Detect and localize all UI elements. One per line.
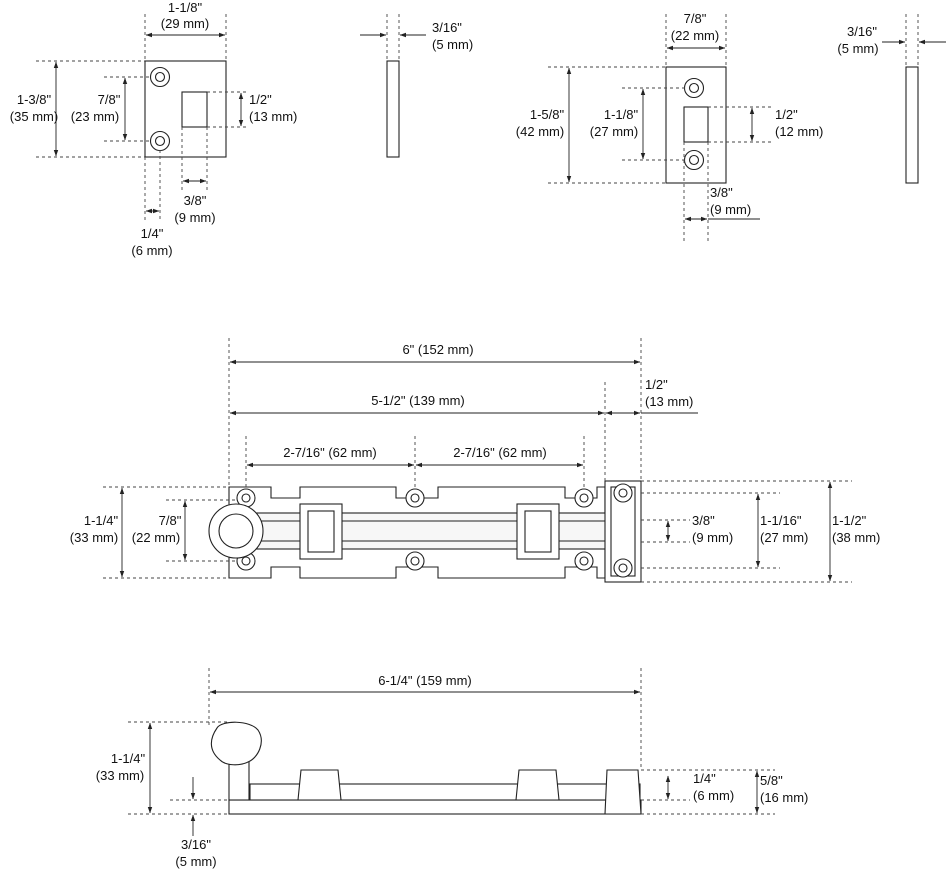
bolt-body-length-label: 5-1/2" (139 mm) [371, 393, 464, 408]
strike-plate-a: 1-1/8" (29 mm) 1-3/8" (35 mm) 7/8" (23 m… [10, 0, 298, 258]
bolt-top-view: 6" (152 mm) 5-1/2" (139 mm) 1/2" (13 mm)… [70, 338, 880, 583]
keeper-hole-spacing-label: 1-1/16" [760, 513, 802, 528]
keeper-height-label: 1-1/2" [832, 513, 867, 528]
bolt-diameter-label: 3/8" [692, 513, 715, 528]
keeper-hole-spacing-mm-label: (27 mm) [760, 530, 808, 545]
strike-b-hole-spacing-mm-label: (27 mm) [590, 124, 638, 139]
strike-b-height-label: 1-5/8" [530, 107, 565, 122]
bolt-spacing-left-label: 2-7/16" (62 mm) [283, 445, 376, 460]
strike-a-hole-offset-mm-label: (6 mm) [131, 243, 172, 258]
strike-a-slot-width-label: 3/8" [184, 193, 207, 208]
side-keeper-height-mm-label: (16 mm) [760, 790, 808, 805]
strike-a-hole-spacing-mm-label: (23 mm) [71, 109, 119, 124]
strike-a-slot-height-mm-label: (13 mm) [249, 109, 297, 124]
strike-a-width-label: 1-1/8" [168, 0, 203, 15]
bolt-body-height-mm-label: (33 mm) [70, 530, 118, 545]
bolt-overall-length-label: 6" (152 mm) [402, 342, 473, 357]
strike-b-slot-height-mm-label: (12 mm) [775, 124, 823, 139]
strike-b-height-mm-label: (42 mm) [516, 124, 564, 139]
strike-b-thickness-label: 3/16" [847, 24, 877, 39]
side-overall-length-label: 6-1/4" (159 mm) [378, 673, 471, 688]
strike-a-thickness-mm-label: (5 mm) [432, 37, 473, 52]
strike-plate-b-side: 3/16" (5 mm) [837, 14, 946, 184]
strike-plate-b-side-outline [905, 66, 919, 184]
bolt-screw-holes [236, 488, 594, 571]
side-height-label: 1-1/4" [111, 751, 146, 766]
strike-b-slot-height-label: 1/2" [775, 107, 798, 122]
strike-a-width-mm-label: (29 mm) [161, 16, 209, 31]
bolt-knob-diameter-mm-label: (22 mm) [132, 530, 180, 545]
bolt-side-view: 6-1/4" (159 mm) 1-1/4" (33 mm) 3/16" (5 … [96, 668, 808, 869]
side-keeper [604, 769, 642, 815]
bolt-diameter-mm-label: (9 mm) [692, 530, 733, 545]
strike-a-height-mm-label: (35 mm) [10, 109, 58, 124]
strike-b-width-label: 7/8" [684, 11, 707, 26]
strike-b-slot-width-label: 3/8" [710, 185, 733, 200]
strike-plate-b: 7/8" (22 mm) 1-5/8" (42 mm) 1-1/8" (27 m… [516, 11, 823, 242]
side-knob-stem [228, 759, 250, 801]
side-keeper-height-label: 5/8" [760, 773, 783, 788]
side-plate-thickness-mm-label: (5 mm) [175, 854, 216, 869]
strike-a-thickness-label: 3/16" [432, 20, 462, 35]
strike-plate-a-side-outline [386, 60, 400, 158]
strike-plate-a-slot [181, 91, 208, 128]
bolt-keeper-width-label: 1/2" [645, 377, 668, 392]
side-base-plate [228, 799, 642, 815]
bolt-spacing-right-label: 2-7/16" (62 mm) [453, 445, 546, 460]
strike-b-thickness-mm-label: (5 mm) [837, 41, 878, 56]
side-keeper-offset-mm-label: (6 mm) [693, 788, 734, 803]
strike-b-slot-width-mm-label: (9 mm) [710, 202, 751, 217]
side-keeper-offset-label: 1/4" [693, 771, 716, 786]
side-guide-left [297, 769, 342, 801]
strike-a-slot-height-label: 1/2" [249, 92, 272, 107]
side-plate-thickness-label: 3/16" [181, 837, 211, 852]
bolt-knob-diameter-label: 7/8" [159, 513, 182, 528]
strike-plate-b-slot [683, 106, 709, 143]
strike-plate-a-side: 3/16" (5 mm) [360, 14, 473, 158]
strike-a-height-label: 1-3/8" [17, 92, 52, 107]
bolt-keeper-width-mm-label: (13 mm) [645, 394, 693, 409]
side-knob [210, 721, 262, 766]
side-guide-right [515, 769, 560, 801]
strike-b-hole-spacing-label: 1-1/8" [604, 107, 639, 122]
bolt-body-height-label: 1-1/4" [84, 513, 119, 528]
side-height-mm-label: (33 mm) [96, 768, 144, 783]
strike-b-width-mm-label: (22 mm) [671, 28, 719, 43]
strike-a-hole-spacing-label: 7/8" [98, 92, 121, 107]
strike-a-slot-width-mm-label: (9 mm) [174, 210, 215, 225]
strike-a-hole-offset-label: 1/4" [141, 226, 164, 241]
keeper-height-mm-label: (38 mm) [832, 530, 880, 545]
